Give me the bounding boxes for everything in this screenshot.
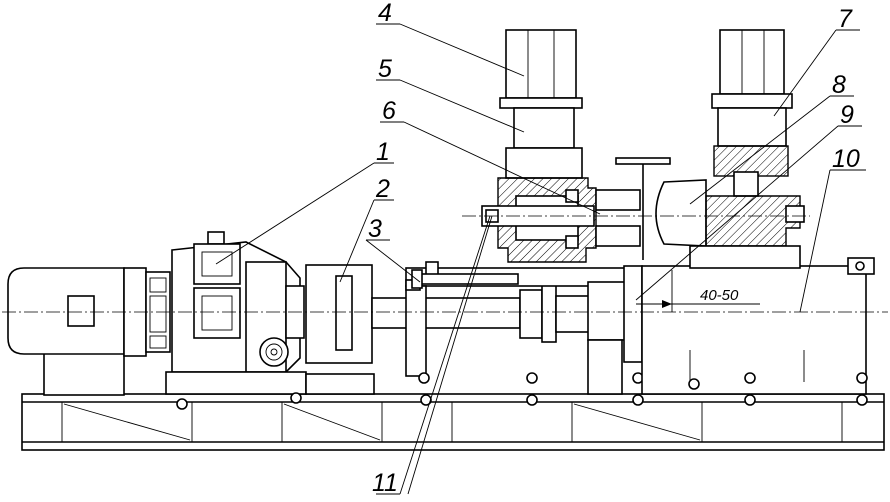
base-frame bbox=[21, 393, 885, 451]
drive-housing bbox=[405, 261, 644, 406]
electric-motor bbox=[7, 267, 171, 396]
coupling bbox=[305, 264, 591, 395]
callout-6: 6 bbox=[382, 97, 396, 125]
dimension-label: 40-50 bbox=[700, 287, 739, 304]
callout-9: 9 bbox=[840, 101, 854, 129]
callout-1: 1 bbox=[376, 138, 390, 166]
right-vertical-unit bbox=[615, 29, 805, 269]
callout-7: 7 bbox=[838, 5, 853, 33]
callout-4: 4 bbox=[378, 0, 392, 27]
gearbox bbox=[165, 231, 307, 410]
callout-8: 8 bbox=[832, 71, 846, 99]
callout-10: 10 bbox=[832, 145, 860, 173]
callout-5: 5 bbox=[378, 55, 392, 83]
left-vertical-unit bbox=[481, 29, 641, 263]
callout-3: 3 bbox=[368, 215, 382, 243]
main-body bbox=[641, 257, 875, 406]
leader-lines bbox=[215, 23, 866, 495]
callout-labels: 1 2 3 4 5 6 7 8 9 10 11 bbox=[368, 0, 860, 497]
callout-2: 2 bbox=[375, 175, 390, 203]
callout-11: 11 bbox=[372, 469, 398, 497]
dimension-40-50: 40-50 bbox=[636, 270, 760, 312]
